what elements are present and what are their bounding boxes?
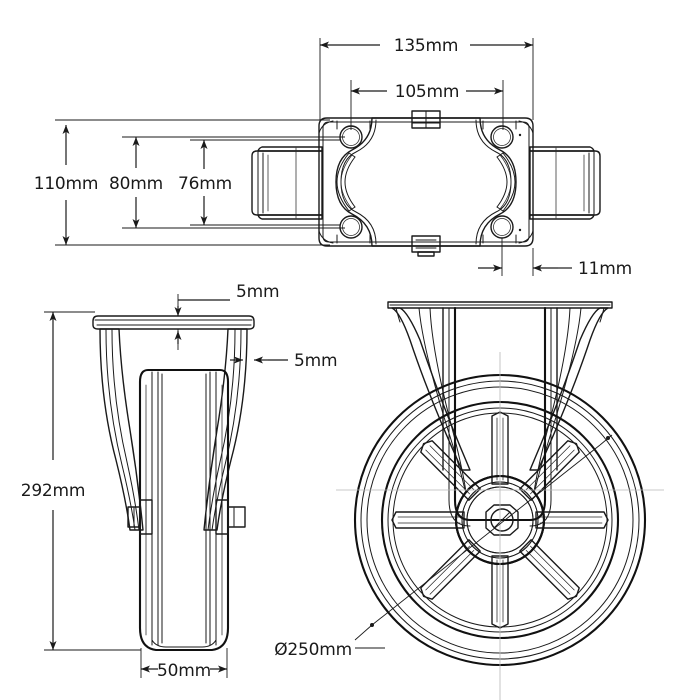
dim-label-bolt-spacing-depth: 80mm: [109, 174, 163, 194]
dim-bracket-thickness: 5mm: [230, 351, 338, 371]
dim-label-edge-offset: 11mm: [578, 259, 632, 279]
dim-overall-height: 292mm: [21, 311, 140, 651]
dim-label-inner-depth: 76mm: [178, 174, 232, 194]
top-view-right-wheel: [529, 146, 601, 220]
dim-label-overall-height: 292mm: [21, 481, 86, 501]
swivel-slot-left: [336, 152, 356, 212]
front-view-axle-nut: [485, 504, 519, 536]
dim-label-wheel-diameter: Ø250mm: [274, 640, 352, 660]
center-bolt-top: [411, 110, 441, 129]
dim-plate-thickness: 5mm: [174, 282, 280, 350]
dim-bolt-spacing-width: 105mm: [350, 80, 504, 130]
dim-inner-depth: 76mm: [178, 139, 340, 226]
dim-plate-depth: 110mm: [34, 119, 330, 246]
side-view-bracket-right: [203, 328, 248, 531]
top-view-left-wheel: [251, 146, 323, 220]
dim-label-wheel-width: 50mm: [157, 661, 211, 681]
front-view-fork-right: [529, 307, 609, 471]
dim-wheel-width: 50mm: [140, 648, 228, 681]
bolt-hole-bottom-right: [490, 215, 514, 239]
reference-dot-top: [518, 133, 522, 137]
dim-edge-offset: 11mm: [478, 238, 632, 279]
side-view-top-plate: [92, 315, 255, 330]
front-view-top-plate: [387, 301, 613, 309]
leader-dot-rim: [606, 436, 610, 440]
dim-label-bracket-thickness: 5mm: [294, 351, 337, 371]
reference-dot-bottom: [518, 228, 522, 232]
swivel-plate-body: [335, 117, 517, 247]
dim-wheel-diameter: Ø250mm: [274, 434, 613, 660]
side-view-group: [92, 315, 255, 652]
dim-label-bolt-spacing-width: 105mm: [395, 82, 460, 102]
front-view-group: [336, 301, 664, 700]
dim-label-plate-depth: 110mm: [34, 174, 99, 194]
swivel-slot-right: [496, 152, 516, 212]
front-view-fork-left: [391, 307, 471, 471]
bolt-hole-top-right: [490, 125, 514, 149]
bolt-hole-bottom-left: [339, 215, 363, 239]
dim-label-plate-thickness: 5mm: [236, 282, 279, 302]
dim-label-plate-width: 135mm: [394, 36, 459, 56]
side-view-axle-right: [215, 499, 246, 535]
side-view-wheel: [138, 368, 230, 652]
side-view-bracket-left: [99, 328, 144, 531]
dim-bolt-spacing-depth: 80mm: [109, 136, 345, 229]
dim-plate-width: 135mm: [319, 36, 534, 120]
wheel-spokes: [391, 411, 609, 629]
mounting-plate-outline: [318, 117, 534, 247]
center-bolt-bottom: [411, 235, 441, 257]
side-view-axle-left: [127, 499, 153, 535]
leader-dot-tyre: [370, 623, 374, 627]
top-view-group: [251, 110, 601, 257]
